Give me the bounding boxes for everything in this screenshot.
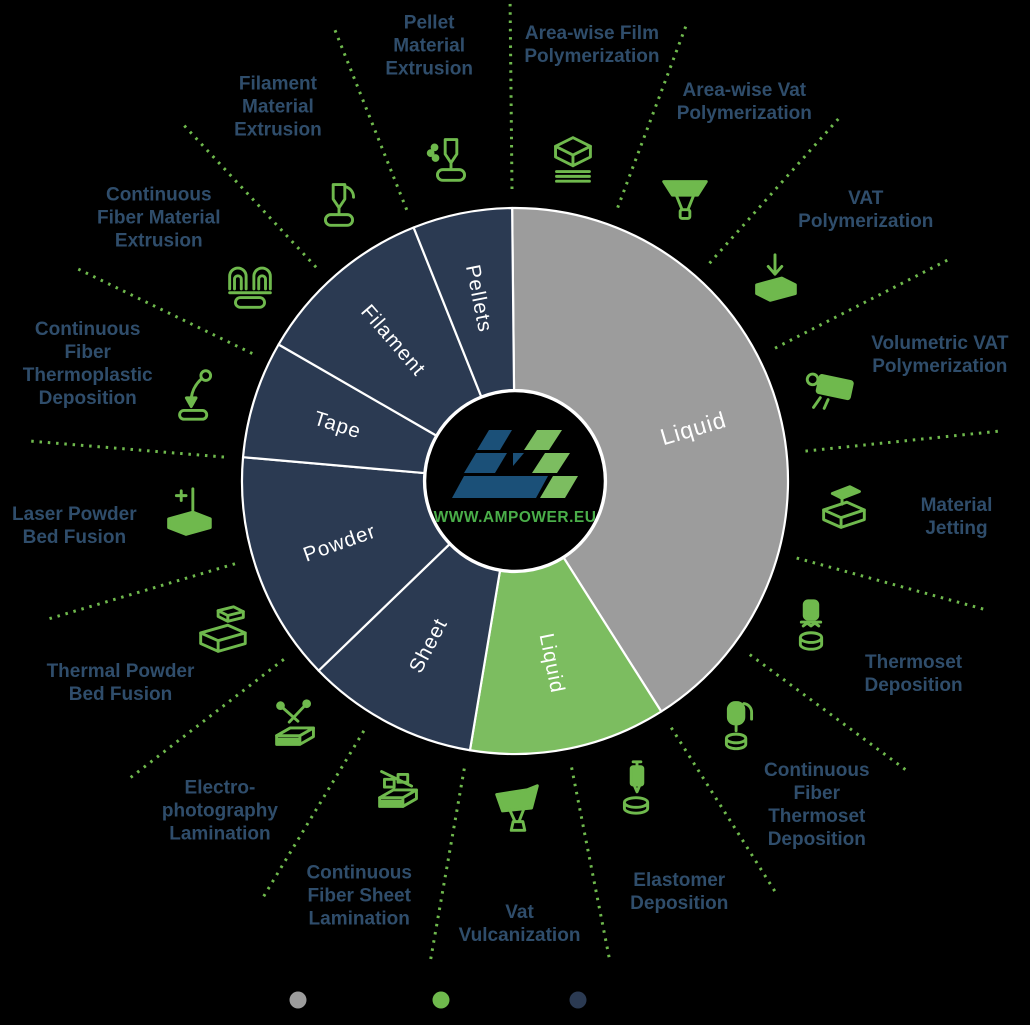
logo-blue-bar (452, 476, 548, 498)
label-line: Polymerization (676, 102, 812, 124)
label-line: Polymerization (524, 45, 660, 67)
logo-blue-bar (464, 453, 507, 473)
vat-vulcanization-icon (487, 779, 549, 841)
label-line: Elastomer (633, 870, 726, 892)
label-line: Polymerization (872, 356, 1008, 378)
ampower-logo (452, 430, 578, 498)
label-line: Extrusion (114, 230, 203, 252)
label-line: Volumetric VAT (871, 333, 1009, 355)
label-line: Polymerization (798, 211, 934, 233)
elastomer-deposition-icon (606, 756, 668, 818)
continuous-fiber-sheet-lamination-icon (368, 758, 430, 820)
electro-photography-lamination-icon (265, 695, 327, 757)
label-line: Area-wise Film (524, 22, 659, 44)
label-line: Material (242, 96, 314, 118)
continuous-fiber-thermoplastic-deposition-icon (167, 363, 229, 425)
logo-blue-bar (513, 453, 524, 466)
label-line: Fiber Material (96, 207, 221, 229)
label-line: Fiber (793, 783, 840, 805)
label-line: Lamination (169, 823, 271, 845)
logo-green-bar (540, 476, 578, 498)
label-line: Continuous (34, 319, 141, 341)
label-line: Lamination (308, 908, 410, 930)
label-line: photography (161, 800, 278, 822)
label-line: Extrusion (234, 119, 322, 141)
label-line: Fiber Sheet (307, 885, 411, 907)
sector-separator-dashed-line (508, 0, 514, 190)
label-line: Continuous (764, 760, 870, 782)
label-line: Vat (505, 901, 534, 923)
label-line: Area-wise Vat (682, 79, 807, 101)
ampower-url-text: WWW.AMPOWER.EU (434, 509, 597, 526)
label-line: Deposition (767, 829, 866, 851)
thermoset-deposition-icon (780, 594, 842, 656)
label-line: Bed Fusion (68, 683, 173, 705)
label-line: Vulcanization (458, 924, 581, 946)
label-line: VAT (848, 188, 884, 210)
label-line: Thermoplastic (22, 365, 153, 387)
continuous-fiber-material-extrusion-icon (219, 254, 281, 316)
sector-separator-dashed-line (805, 429, 999, 453)
label-line: Deposition (38, 388, 137, 410)
gray-dot (289, 991, 307, 1009)
label-line: Deposition (630, 893, 729, 915)
filament-material-extrusion-icon (308, 172, 370, 234)
label-line: Filament (238, 73, 317, 95)
label-line: Pellet (403, 12, 455, 34)
label-line: Material (920, 495, 993, 517)
material-jetting-icon (812, 477, 874, 539)
label-line: Deposition (864, 675, 963, 697)
logo-blue-bar (477, 430, 512, 450)
volumetric-vat-polymerization-icon (799, 357, 861, 419)
laser-powder-bed-fusion-icon (157, 484, 219, 546)
label-line: Thermoset (864, 652, 963, 674)
thermal-powder-bed-fusion-icon (191, 600, 253, 662)
label-line: Continuous (306, 862, 412, 884)
pellet-material-extrusion-icon (420, 127, 482, 189)
label-line: Bed Fusion (22, 527, 127, 549)
label-line: Jetting (925, 518, 988, 540)
label-line: Extrusion (385, 58, 473, 80)
label-line: Laser Powder (12, 504, 137, 526)
label-line: Material (393, 35, 466, 57)
navy-dot (569, 991, 587, 1009)
sector-separator-dashed-line (30, 439, 225, 459)
green-dot (432, 991, 450, 1009)
area-wise-film-polymerization-icon (541, 126, 603, 188)
label-line: Continuous (105, 184, 212, 206)
area-wise-vat-polymerization-icon (654, 169, 716, 231)
label-line: Thermoset (768, 806, 866, 828)
label-line: Electro- (184, 777, 256, 799)
continuous-fiber-thermoset-deposition-icon (708, 691, 770, 753)
vat-polymerization-icon (744, 249, 806, 311)
logo-green-bar (532, 453, 570, 473)
logo-green-bar (524, 430, 562, 450)
label-line: Fiber (64, 342, 111, 364)
label-line: Thermal Powder (46, 660, 195, 682)
